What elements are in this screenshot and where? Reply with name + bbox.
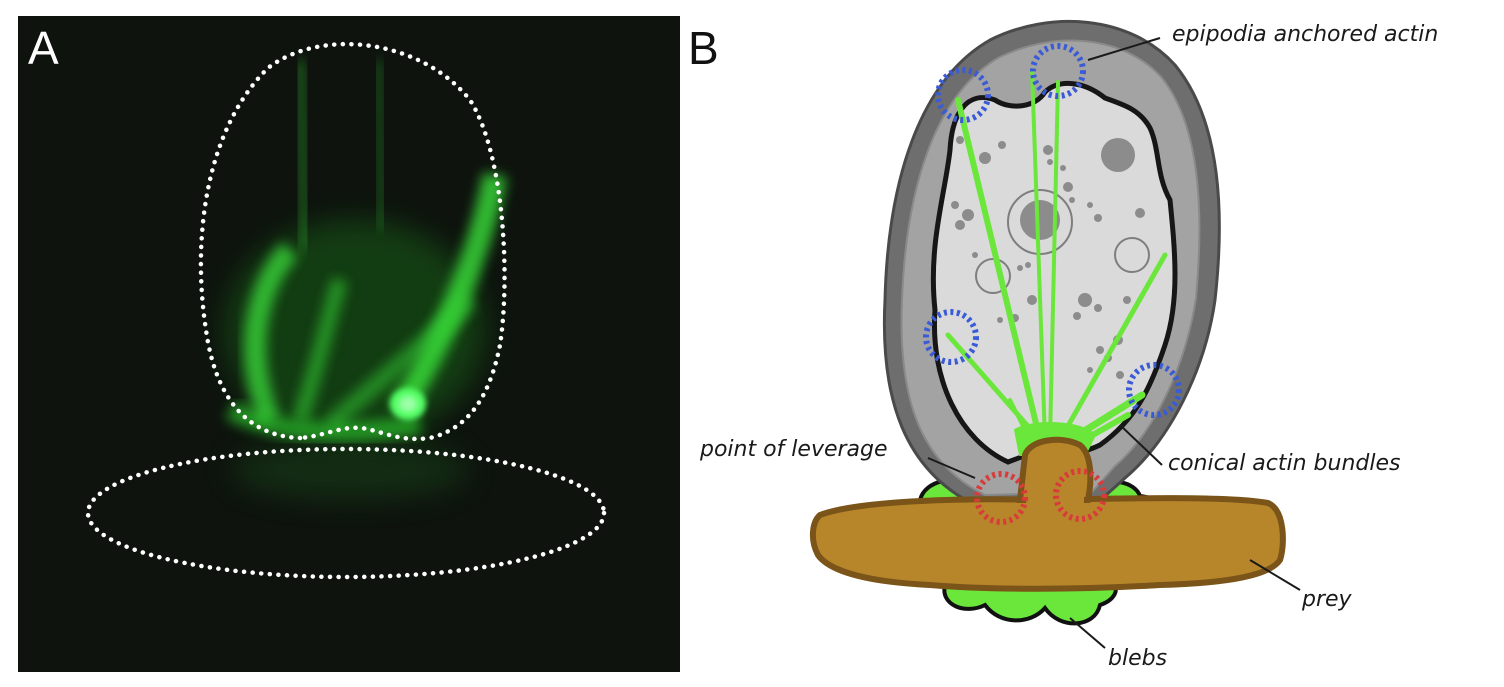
- leverage-marker: [1053, 468, 1107, 522]
- anchor-marker: [935, 67, 991, 123]
- label-point-of-leverage: point of leverage: [699, 437, 888, 462]
- cell-outline-dotted: [198, 41, 507, 442]
- prey: [810, 436, 1286, 592]
- label-epipodia-anchored-actin: epipodia anchored actin: [1172, 22, 1438, 47]
- leader-conical: [1119, 424, 1163, 466]
- leverage-marker: [974, 471, 1028, 525]
- prey-outline-dotted: [85, 446, 607, 580]
- panel-b: B: [688, 19, 1438, 671]
- epipodia-anchor-markers: [923, 43, 1182, 418]
- leader-blebs: [1069, 617, 1106, 649]
- label-prey: prey: [1301, 587, 1353, 612]
- panel-a-letter: A: [28, 22, 59, 74]
- panel-b-letter: B: [688, 22, 719, 74]
- leverage-markers: [974, 468, 1107, 525]
- leader-epipodia: [1087, 37, 1161, 61]
- leader-lines: [927, 37, 1301, 649]
- anchor-marker: [1126, 362, 1182, 418]
- panel-a: A: [18, 16, 680, 672]
- leader-prey: [1249, 559, 1301, 591]
- anchor-marker: [1030, 43, 1086, 99]
- label-blebs: blebs: [1108, 646, 1167, 671]
- leader-leverage: [927, 457, 976, 479]
- anchor-marker: [923, 309, 979, 365]
- fluorescence-micrograph: [225, 59, 507, 500]
- label-conical-actin-bundles: conical actin bundles: [1168, 451, 1400, 476]
